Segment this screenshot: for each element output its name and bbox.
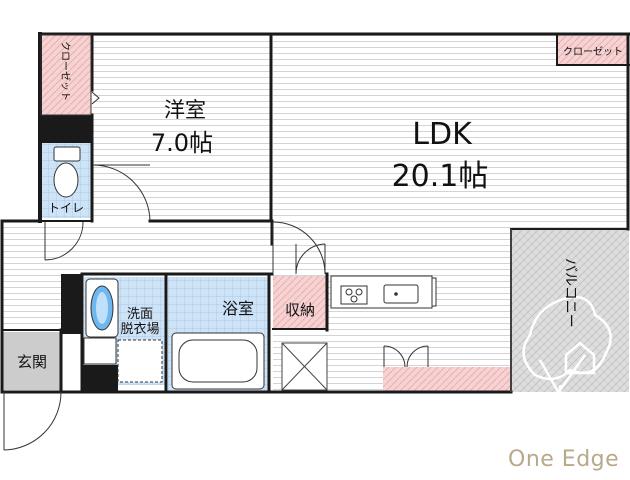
wall-block-wash-low (82, 365, 118, 392)
western-room-floor (93, 35, 271, 221)
hallway-floor-lower (3, 274, 63, 329)
bathtub-icon (171, 332, 265, 390)
western-room-size: 7.0帖 (151, 129, 213, 157)
balcony-label: バルコニー (562, 258, 578, 328)
stove-icon (340, 285, 368, 305)
western-room-name: 洋室 (164, 98, 206, 122)
washer-area (117, 339, 163, 383)
closet-left-outline (40, 34, 92, 116)
ldk-size: 20.1帖 (392, 159, 489, 194)
brand-logo-text: One Edge (508, 447, 620, 472)
closet-left-label: クローゼット (59, 41, 71, 101)
door-swing-icon (3, 164, 429, 451)
wall-block-toilet (40, 115, 92, 143)
ldk-bottom-cabinet (383, 367, 511, 392)
tree-logo-icon (522, 295, 612, 440)
washroom-label-2: 脱衣場 (120, 321, 159, 337)
bathroom-floor (168, 277, 268, 327)
closet-left-fill (41, 35, 91, 115)
storage-label: 収納 (285, 301, 315, 319)
hallway-floor (3, 222, 273, 274)
closet-right-label: クローゼット (563, 46, 623, 58)
entrance-floor (3, 332, 61, 390)
wash-shelf (83, 337, 117, 365)
storage-fill (273, 276, 327, 328)
ldk-name: LDK (412, 117, 473, 152)
sink-icon (85, 278, 119, 338)
toilet-icon (53, 146, 81, 198)
wall-block-wash (61, 274, 83, 334)
balcony-fill (511, 229, 629, 392)
kitchen-sink-icon (383, 284, 419, 304)
closet-left-door-mark (91, 91, 100, 105)
closet-right-fill (558, 36, 628, 64)
toilet-label: トイレ (48, 201, 84, 215)
entrance-label: 玄関 (17, 353, 47, 371)
utility-space-cross (281, 342, 328, 391)
washroom-label-1: 洗面 (127, 307, 153, 322)
bathroom-label: 浴室 (222, 299, 254, 318)
